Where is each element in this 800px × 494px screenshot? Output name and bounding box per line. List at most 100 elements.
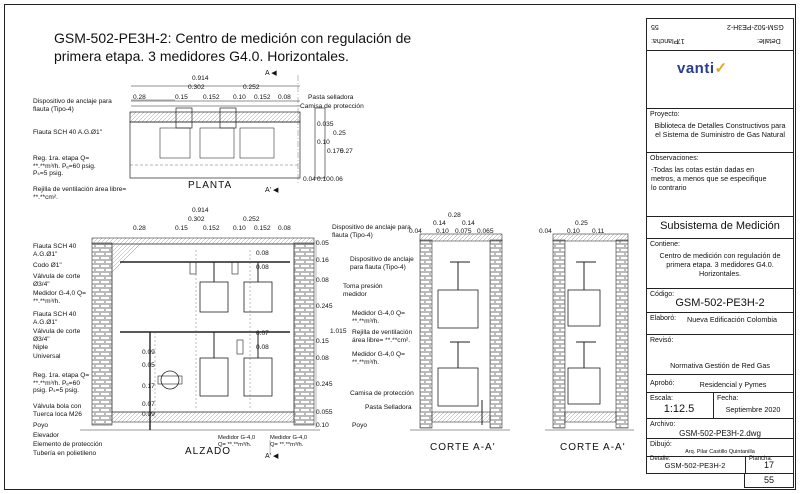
alzado-label-valvula-1: Válvula de corte Ø3/4" xyxy=(33,273,81,288)
planta-label-anclaje: Dispositivo de anclaje para flauta (Tipo… xyxy=(33,98,112,113)
planta-label-rejilla: Rejilla de ventilación área libre= **.**… xyxy=(33,186,127,201)
alzado-label-elevador: Elevador xyxy=(33,432,60,439)
tb-elaboro-cell: Elaboró: Nueva Edificación Colombia xyxy=(647,313,793,335)
alzado-label-pasta: Pasta Selladora xyxy=(365,404,412,411)
alzado-right-dim-3: 0.245 xyxy=(316,303,333,310)
planta-dim-e: 0.152 xyxy=(203,94,220,101)
planta-dim-d: 0.15 xyxy=(175,94,188,101)
tb-logo-cell: vanti✓ xyxy=(647,51,793,109)
alzado-right-dim-8: 0.055 xyxy=(316,409,333,416)
alzado-label-universal: Universal xyxy=(33,353,61,360)
section-mark-a-bottom: A' ◀ xyxy=(265,187,279,194)
alzado-label-proteccion: Elemento de protección xyxy=(33,441,103,448)
tb-rot-detalle-label: Detalle: xyxy=(757,37,781,44)
planta-dim-b: 0.252 xyxy=(243,84,260,91)
alzado-label-medidor-b2: Medidor G-4,0 Q= **.**m³/h. xyxy=(270,435,308,448)
tb-dibujo-cell: Dibujó: Arq. Pilar Castillo Quintanilla xyxy=(647,439,793,457)
tb-rot-plancha-label: Plancha: xyxy=(651,37,679,44)
tb-archivo-cell: Archivo: GSM-502-PE3H-2.dwg xyxy=(647,419,793,439)
alzado-dim-d: 0.15 xyxy=(175,225,188,232)
alzado-label-flauta-1: Flauta SCH 40 A.G.Ø1" xyxy=(33,243,77,258)
planta-dim-c: 0.28 xyxy=(133,94,146,101)
corte1-dim-a: 0.14 xyxy=(433,220,446,227)
alzado-label-medidor-r1: Medidor G-4,0 Q= **.**m³/h. xyxy=(352,310,405,325)
alzado-right-dim-2: 0.08 xyxy=(316,277,329,284)
corte1-dim-c: 0.04 xyxy=(409,228,422,235)
tb-detalle-value: GSM-502-PE3H-2 xyxy=(664,461,726,470)
alzado-dim-f: 0.10 xyxy=(233,225,246,232)
alzado-label-rejilla: Rejilla de ventilación área libre= **.**… xyxy=(352,329,413,344)
alzado-right-dim-0: 0.05 xyxy=(316,240,329,247)
tb-proyecto-cell: Proyecto: Biblioteca de Detalles Constru… xyxy=(647,109,793,153)
alzado-inner-dim-5: 0.05 xyxy=(142,362,155,369)
alzado-view: A' ◀ xyxy=(80,237,320,460)
corte2-dim-total: 0.25 xyxy=(575,220,588,227)
tb-escala-value: 1:12.5 xyxy=(663,403,695,415)
tb-observaciones-label: Observaciones: xyxy=(650,155,699,162)
tb-detalle-cell: Detalle: GSM-502-PE3H-2 Plancha: 17 xyxy=(647,456,793,473)
alzado-inner-dim-4: 0.09 xyxy=(142,349,155,356)
vanti-logo: vanti✓ xyxy=(677,60,728,77)
alzado-label-flauta-2: Flauta SCH 40 A.G.Ø1" xyxy=(33,311,77,326)
planta-dim-side-6: 0.10 xyxy=(317,176,330,183)
planta-view: A ◀ A' ◀ xyxy=(129,70,326,194)
tb-contiene-label: Contiene: xyxy=(650,241,680,248)
sheet-frame xyxy=(4,4,796,490)
alzado-label-niple: Niple xyxy=(33,344,49,351)
corte1-dim-e: 0.075 xyxy=(455,228,472,235)
tb-escala-cell: Escala: 1:12.5 Fecha: Septiembre 2020 xyxy=(647,393,793,419)
tb-archivo-label: Archivo: xyxy=(650,421,676,428)
corte2-dim-c: 0.11 xyxy=(592,228,605,235)
alzado-label-tuberia: Tubería en polietileno xyxy=(33,450,97,457)
tb-codigo-cell: Código: GSM-502-PE3H-2 xyxy=(647,289,793,313)
alzado-dim-a: 0.302 xyxy=(188,216,205,223)
tb-reviso-cell: Revisó: Normativa Gestión de Red Gas xyxy=(647,335,793,375)
title-block: 55 GSM-502-PE3H-2 Plancha: 17 Detalle: v… xyxy=(646,18,794,474)
alzado-label-toma: Toma presión medidor xyxy=(343,283,383,298)
planta-dim-side-3: 0.25 xyxy=(333,130,346,137)
tb-rot-num: 55 xyxy=(651,23,659,30)
tb-rotated-header: 55 GSM-502-PE3H-2 Plancha: 17 Detalle: xyxy=(647,19,793,51)
tb-fecha-label: Fecha: xyxy=(717,395,739,402)
alzado-label-anclaje-2: Dispositivo de anclaje para flauta (Tipo… xyxy=(350,256,414,271)
alzado-right-dim-5: 0.15 xyxy=(316,338,329,345)
corte2-title: CORTE A-A' xyxy=(560,442,626,453)
tb-subsistema: Subsistema de Medición xyxy=(660,220,780,232)
tb-dibujo-label: Dibujó: xyxy=(650,441,672,448)
tb-escala-label: Escala: xyxy=(650,395,673,402)
corte1-dim-b: 0.14 xyxy=(462,220,475,227)
tb-subsistema-cell: Subsistema de Medición xyxy=(647,217,793,239)
planta-dim-h: 0.08 xyxy=(278,94,291,101)
check-icon: ✓ xyxy=(714,60,728,77)
planta-dim-side-0: 0.035 xyxy=(317,121,334,128)
tb-aprobo-value: Residencial y Pymes xyxy=(699,380,767,389)
tb-elaboro-label: Elaboró: xyxy=(650,315,677,322)
drawing-title: GSM-502-PE3H-2: Centro de medición con r… xyxy=(54,30,412,64)
technical-drawing: A ◀ A' ◀ xyxy=(80,70,634,460)
alzado-inner-dim-8: 0.09 xyxy=(142,411,155,418)
alzado-dim-e: 0.152 xyxy=(203,225,220,232)
planta-dim-side-7: 0.06 xyxy=(330,176,343,183)
planta-title: PLANTA xyxy=(188,180,233,191)
alzado-dim-g: 0.152 xyxy=(254,225,271,232)
alzado-inner-dim-7: 0.07 xyxy=(142,401,155,408)
tb-rot-code: GSM-502-PE3H-2 xyxy=(727,23,784,30)
section-mark-a-top: A ◀ xyxy=(265,70,277,77)
planta-dim-side-4: 0.27 xyxy=(340,148,353,155)
planta-label-pasta: Pasta selladora xyxy=(308,94,354,101)
tb-plancha-value: 17 xyxy=(763,460,774,470)
alzado-dim-b: 0.252 xyxy=(243,216,260,223)
tb-proyecto-value: Biblioteca de Detalles Constructivos par… xyxy=(654,121,786,139)
tb-proyecto-label: Proyecto: xyxy=(650,111,680,118)
alzado-right-dim-1: 0.16 xyxy=(316,257,329,264)
corte-1-view xyxy=(410,233,510,431)
alzado-label-anclaje-1: Dispositivo de anclaje para flauta (Tipo… xyxy=(332,224,411,239)
alzado-dim-c: 0.28 xyxy=(133,225,146,232)
alzado-label-poyo: Poyo xyxy=(33,422,49,429)
alzado-label-camisa: Camisa de protección xyxy=(350,390,414,397)
tb-aprobo-label: Aprobó: xyxy=(650,380,675,387)
alzado-right-dim-6: 0.08 xyxy=(316,355,329,362)
alzado-section-mark: A' ◀ xyxy=(265,453,279,460)
tb-codigo-label: Código: xyxy=(650,291,675,298)
tb-contiene-value: Centro de medición con regulación de pri… xyxy=(659,251,781,278)
